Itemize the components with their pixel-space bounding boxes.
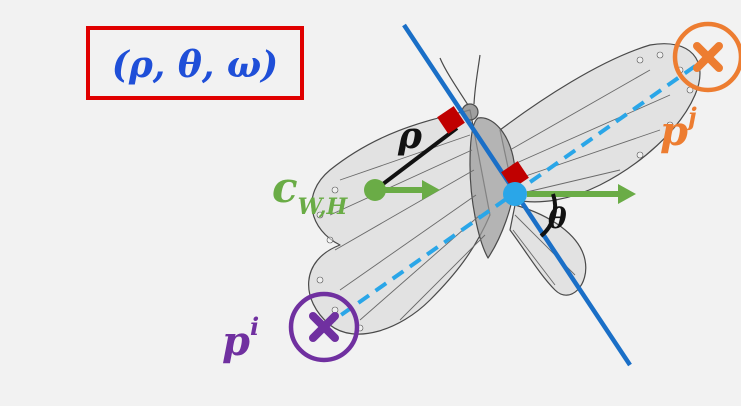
right-angle-marker-top xyxy=(437,106,465,134)
cross-x-icon xyxy=(693,42,723,72)
center-point xyxy=(364,179,386,201)
rho-segment xyxy=(373,126,459,192)
point-i-label-base: p xyxy=(222,318,250,365)
point-j-label-superscript: j xyxy=(684,102,697,131)
midpoint xyxy=(503,182,527,206)
point-j-ring xyxy=(672,21,741,93)
rho-label: ρ xyxy=(397,115,423,157)
center-label: cW,H xyxy=(272,163,349,220)
point-i-label-superscript: i xyxy=(250,312,259,341)
midpoint-arrow-head xyxy=(618,184,636,204)
center-label-base: c xyxy=(272,163,298,212)
parameter-box xyxy=(86,26,304,100)
theta-label: θ xyxy=(548,202,567,235)
cross-x-icon xyxy=(309,312,339,342)
point-j-label-base: p xyxy=(660,108,688,155)
theta-angle-arc xyxy=(539,193,558,238)
parameter-box-text: (ρ, θ, ω) xyxy=(112,44,278,86)
point-i-label: pi xyxy=(222,312,259,365)
center-label-subscript: W,H xyxy=(298,194,349,220)
right-angle-marker-mid xyxy=(501,161,529,189)
point-j-label: pj xyxy=(660,102,697,155)
center-arrow-head xyxy=(422,180,440,200)
point-i-ring xyxy=(288,291,360,363)
